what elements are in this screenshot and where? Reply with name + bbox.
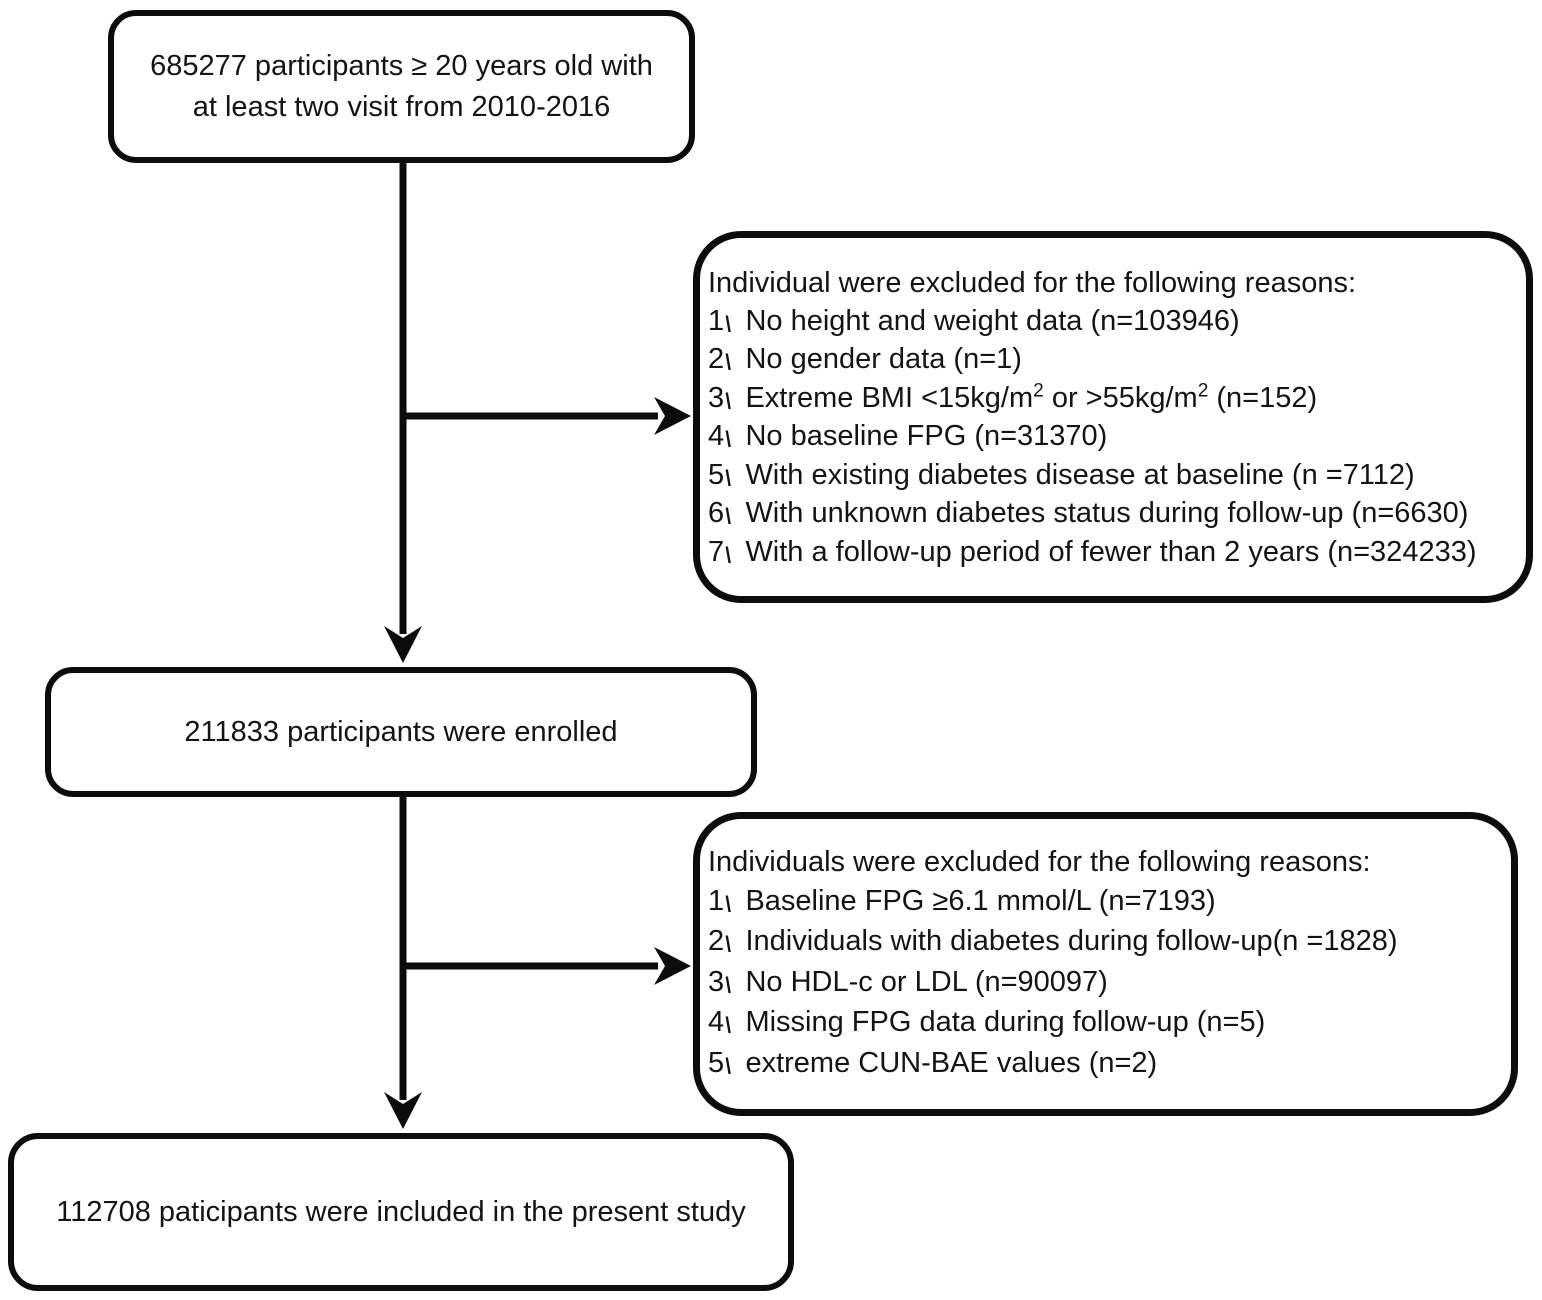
item-text: No HDL-c or LDL (n=90097): [745, 965, 1108, 998]
ideographic-comma: \: [725, 310, 732, 336]
item-text: No baseline FPG (n=31370): [745, 420, 1108, 452]
exclusion-1-header: Individual were excluded for the followi…: [708, 267, 1357, 299]
ideographic-comma: \: [725, 1052, 732, 1078]
node-included-participants: 112708 paticipants were included in the …: [8, 1133, 794, 1291]
node-initial-participants-text: 685277 participants ≥ 20 years old with …: [150, 49, 653, 123]
exclusion-list-item: 7\ With a follow-up period of fewer than …: [708, 534, 1510, 573]
item-text: Missing FPG data during follow-up (n=5): [745, 1006, 1266, 1038]
item-text: Baseline FPG ≥6.1 mmol/L (n=7193): [745, 884, 1216, 917]
item-number: 3: [708, 381, 725, 414]
node-enrolled-participants-text: 211833 participants were enrolled: [184, 715, 618, 748]
item-text: extreme CUN-BAE values (n=2): [745, 1046, 1158, 1079]
item-text: No gender data (n=1): [745, 343, 1022, 375]
ideographic-comma: \: [725, 971, 732, 997]
ideographic-comma: \: [725, 349, 732, 375]
node-initial-participants: 685277 participants ≥ 20 years old with …: [108, 10, 695, 163]
item-number: 4: [708, 1006, 725, 1038]
ideographic-comma: \: [725, 387, 732, 413]
ideographic-comma: \: [725, 503, 732, 529]
item-number: 7: [708, 535, 725, 568]
ideographic-comma: \: [725, 1012, 732, 1038]
item-number: 1: [708, 884, 725, 917]
exclusion-list-item: 4\ No baseline FPG (n=31370): [708, 418, 1510, 457]
arrowhead-right-exclusion2: [654, 947, 691, 985]
item-number: 2: [708, 925, 725, 957]
item-number: 5: [708, 1046, 725, 1079]
item-number: 5: [708, 458, 725, 491]
item-text: With a follow-up period of fewer than 2 …: [745, 535, 1477, 568]
ideographic-comma: \: [725, 464, 732, 490]
exclusion-list-item: 6\ With unknown diabetes status during fo…: [708, 495, 1510, 534]
item-text: Extreme BMI <15kg/m2 or >55kg/m2 (n=152): [745, 379, 1318, 414]
arrowhead-down-enrolled: [384, 626, 422, 663]
item-text: Individuals with diabetes during follow-…: [745, 925, 1398, 957]
node-exclusion-reasons-1: Individual were excluded for the followi…: [693, 231, 1533, 603]
exclusion-list-item: 1\ Baseline FPG ≥6.1 mmol/L (n=7193): [708, 882, 1495, 923]
item-text: With existing diabetes disease at baseli…: [745, 458, 1415, 491]
exclusion-list-item: 3\ Extreme BMI <15kg/m2 or >55kg/m2 (n=15…: [708, 380, 1510, 419]
item-number: 3: [708, 965, 725, 998]
ideographic-comma: \: [725, 931, 732, 957]
node-exclusion-reasons-2: Individuals were excluded for the follow…: [693, 812, 1518, 1116]
exclusion-2-header: Individuals were excluded for the follow…: [708, 846, 1371, 878]
ideographic-comma: \: [725, 890, 732, 916]
node-enrolled-participants: 211833 participants were enrolled: [45, 667, 757, 797]
ideographic-comma: \: [725, 541, 732, 567]
node-included-participants-text: 112708 paticipants were included in the …: [56, 1195, 746, 1228]
item-number: 1: [708, 304, 725, 337]
item-text: With unknown diabetes status during foll…: [745, 497, 1469, 529]
exclusion-1-list: 1\No height and weight data (n=103946)2\…: [708, 303, 1510, 573]
exclusion-list-item: 4\ Missing FPG data during follow-up (n=5…: [708, 1003, 1495, 1044]
exclusion-2-list: 1\Baseline FPG ≥6.1 mmol/L (n=7193)2\Ind…: [708, 882, 1495, 1085]
exclusion-list-item: 5\ extreme CUN-BAE values (n=2): [708, 1044, 1495, 1085]
exclusion-list-item: 3\ No HDL-c or LDL (n=90097): [708, 963, 1495, 1004]
exclusion-list-item: 5\ With existing diabetes disease at base…: [708, 457, 1510, 496]
item-number: 2: [708, 343, 725, 375]
arrowhead-right-exclusion1: [654, 397, 691, 435]
item-number: 6: [708, 497, 725, 529]
exclusion-list-item: 2\ No gender data (n=1): [708, 341, 1510, 380]
arrowhead-down-final: [384, 1092, 422, 1129]
item-text: No height and weight data (n=103946): [745, 304, 1240, 337]
ideographic-comma: \: [725, 426, 732, 452]
exclusion-list-item: 1\ No height and weight data (n=103946): [708, 303, 1510, 342]
exclusion-list-item: 2\ Individuals with diabetes during follo…: [708, 922, 1495, 963]
item-number: 4: [708, 420, 725, 452]
